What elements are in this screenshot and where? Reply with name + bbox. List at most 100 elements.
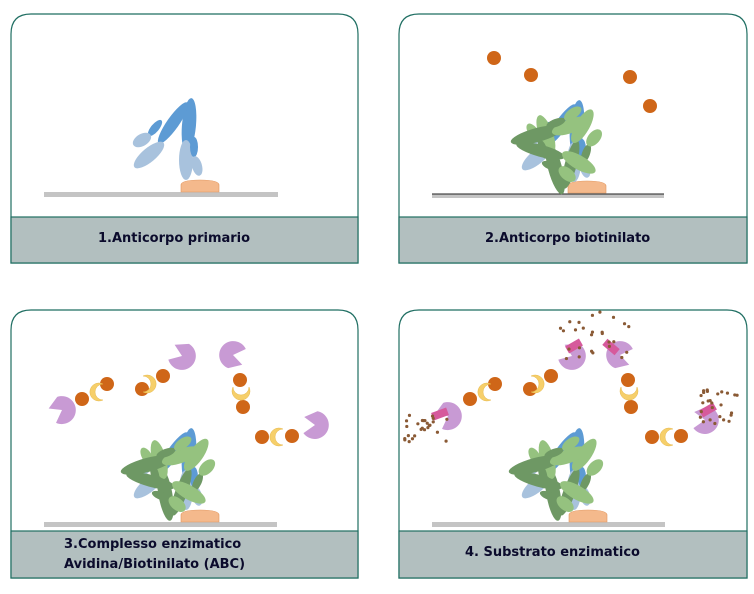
biotin <box>623 70 637 84</box>
biotin <box>645 430 659 444</box>
substrate-dot <box>416 422 420 426</box>
substrate-dot <box>431 416 435 421</box>
biotin <box>75 392 89 406</box>
substrate-dot <box>705 388 709 392</box>
substrate-dot <box>600 331 604 336</box>
substrate-dot <box>702 390 706 395</box>
surface <box>432 522 665 527</box>
substrate-dot <box>410 437 415 441</box>
substrate-dot <box>701 401 705 405</box>
surface <box>432 194 664 198</box>
substrate-dot <box>404 419 409 423</box>
biotin <box>488 377 502 391</box>
biotin <box>285 429 299 443</box>
substrate-dot <box>722 418 726 422</box>
substrate-dot <box>627 324 631 329</box>
biotin <box>524 68 538 82</box>
substrate-dot <box>611 315 616 319</box>
substrate-dot <box>625 350 629 354</box>
substrate-dot <box>622 322 627 326</box>
substrate-dot <box>591 351 595 355</box>
substrate-dot <box>716 392 720 396</box>
caption-2: 2.Anticorpo biotinilato <box>485 231 651 246</box>
substrate-dot <box>612 340 616 344</box>
substrate-dot <box>620 355 624 360</box>
substrate-dot <box>419 427 423 432</box>
substrate-dot <box>444 439 448 443</box>
biotin <box>621 373 635 387</box>
substrate-dot <box>577 320 581 324</box>
substrate-dot <box>598 310 602 314</box>
substrate-dot <box>708 418 712 422</box>
biotin <box>487 51 501 65</box>
substrate-dot <box>573 328 578 332</box>
substrate-dot <box>713 421 717 426</box>
substrate-dot <box>607 344 611 348</box>
substrate-dot <box>403 438 407 442</box>
substrate-dot <box>413 434 417 438</box>
substrate-dot <box>407 413 412 418</box>
substrate-dot <box>725 391 730 395</box>
substrate-dot <box>699 393 703 398</box>
antigen <box>567 180 607 194</box>
substrate-dot <box>701 420 705 424</box>
biotin <box>624 400 638 414</box>
substrate-dot <box>727 419 731 423</box>
substrate-dot <box>577 355 581 359</box>
caption-1: 1.Anticorpo primario <box>98 231 251 246</box>
substrate-dot <box>729 411 734 415</box>
biotin <box>255 430 269 444</box>
substrate-dot <box>699 410 703 414</box>
biotin <box>643 99 657 113</box>
substrate-dot <box>558 326 563 330</box>
caption-3-line1: 3.Complesso enzimatico <box>64 537 242 552</box>
antigen <box>180 509 220 523</box>
biotin <box>233 373 247 387</box>
substrate-dot <box>590 313 595 317</box>
panel-4 <box>398 309 748 579</box>
substrate-dot <box>607 340 611 344</box>
substrate-dot <box>425 421 429 425</box>
substrate-dot <box>431 420 435 424</box>
biotin <box>544 369 558 383</box>
biotin <box>100 377 114 391</box>
panel-2 <box>398 13 748 264</box>
biotin <box>674 429 688 443</box>
substrate-dot <box>710 405 714 410</box>
surface <box>44 522 277 527</box>
substrate-dot <box>733 393 737 397</box>
substrate-dot <box>405 424 409 429</box>
substrate-dot <box>406 434 410 438</box>
substrate-dot <box>568 320 572 324</box>
biotin <box>236 400 250 414</box>
antigen <box>180 179 220 193</box>
biotin <box>523 382 537 396</box>
substrate-dot <box>426 426 430 430</box>
substrate-dot <box>720 390 724 394</box>
caption-3-line2: Avidina/Biotinilato (ABC) <box>64 557 246 572</box>
substrate-dot <box>581 326 585 330</box>
substrate-dot <box>422 428 427 432</box>
biotin <box>463 392 477 406</box>
substrate-dot <box>435 430 440 434</box>
substrate-site <box>602 338 620 356</box>
substrate-dot <box>407 439 411 444</box>
substrate-dot <box>564 356 569 361</box>
substrate-dot <box>589 333 594 337</box>
substrate-dot <box>561 329 566 333</box>
substrate-dot <box>719 403 723 407</box>
substrate-dot <box>590 330 595 334</box>
antigen <box>568 509 608 523</box>
substrate-dot <box>718 414 722 419</box>
substrate-dots <box>403 310 739 444</box>
substrate-dot <box>428 423 432 427</box>
substrate-dot <box>577 346 582 350</box>
substrate-dot <box>710 401 714 405</box>
substrate-dot <box>706 399 710 403</box>
substrate-site <box>431 407 449 421</box>
biotin <box>135 382 149 396</box>
panel-1 <box>10 13 359 264</box>
substrate-dot <box>698 415 702 419</box>
surface <box>44 192 278 197</box>
